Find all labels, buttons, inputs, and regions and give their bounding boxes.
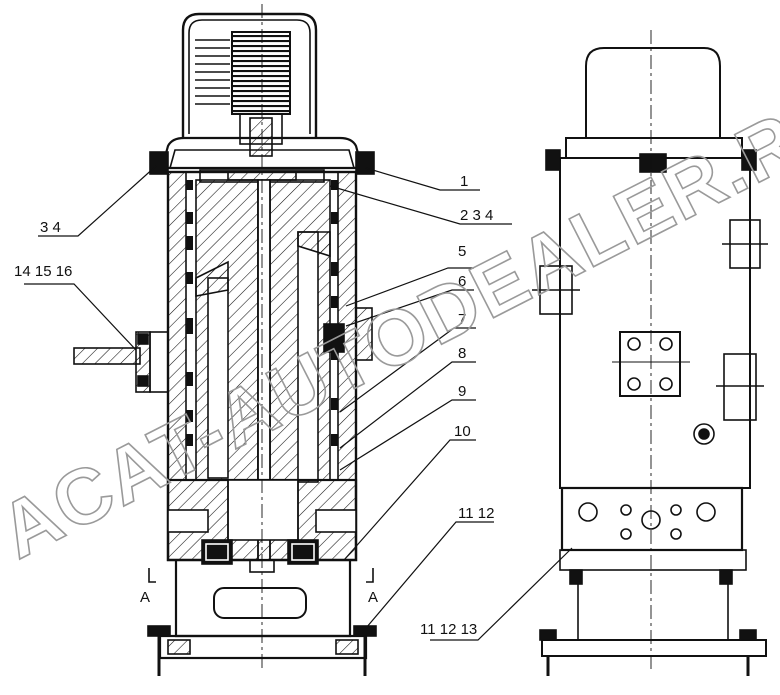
- section-view: [73, 4, 377, 676]
- callout-11-12: 11 12: [458, 505, 494, 522]
- side-port: [73, 331, 169, 393]
- callout-7: 7: [458, 311, 466, 328]
- seal-rings-left: [186, 180, 193, 446]
- callout-14-15-16: 14 15 16: [14, 263, 72, 280]
- leader-lines: [24, 165, 573, 641]
- watermark: ACAT-AUTODEALER.RU: [0, 69, 780, 576]
- callout-6: 6: [458, 273, 466, 290]
- callout-10: 10: [454, 423, 471, 440]
- section-mark-left: [148, 568, 156, 583]
- callout-3-4: 3 4: [40, 219, 61, 236]
- callouts: 1 2 3 4 3 4 5 6 7 8 9 10 14 15 16 11 12 …: [14, 173, 494, 638]
- motor-cover: [181, 12, 318, 157]
- callout-9: 9: [458, 383, 466, 400]
- callout-1: 1: [460, 173, 468, 190]
- section-label-right: A: [368, 589, 378, 606]
- callout-8: 8: [458, 345, 466, 362]
- callout-11-12-13: 11 12 13: [420, 621, 477, 638]
- callout-5: 5: [458, 243, 466, 260]
- section-mark-right: [366, 568, 374, 583]
- callout-2-3-4: 2 3 4: [460, 207, 493, 224]
- motor-fins: [195, 39, 230, 105]
- section-label-left: A: [140, 589, 150, 606]
- boss-right-lower: [723, 353, 757, 421]
- bottom-manifold: [559, 486, 747, 571]
- exterior-view: [532, 30, 768, 676]
- base-stand: [147, 560, 377, 676]
- exterior-feet: [539, 569, 767, 676]
